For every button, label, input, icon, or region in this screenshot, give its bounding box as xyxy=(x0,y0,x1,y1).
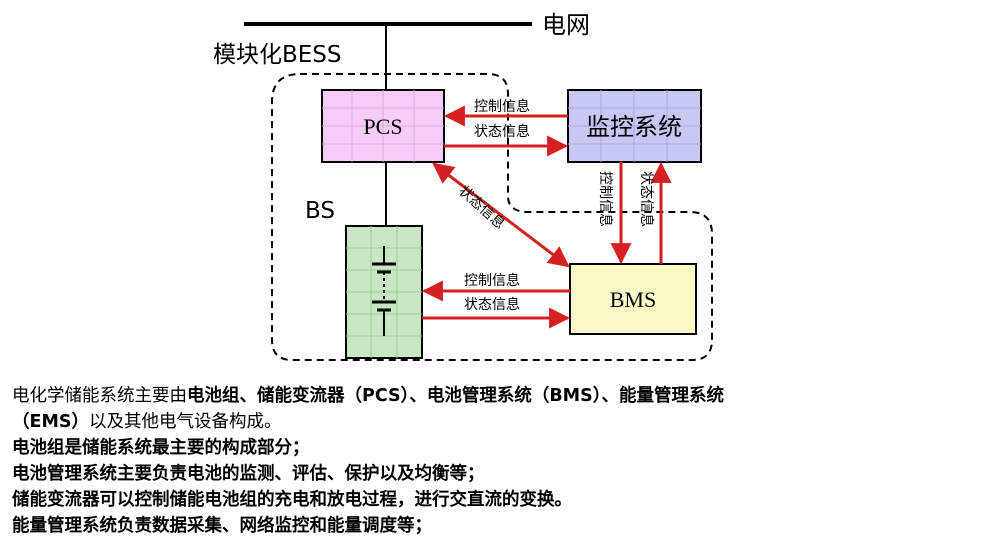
caption-pcs: 储能变流器可以控制储能电池组的充电和放电过程，进行交直流的变换。 xyxy=(12,490,572,510)
caption-line-2: （EMS）以及其他电气设备构成。 xyxy=(12,409,980,435)
arrow-pcs-bms-status xyxy=(432,162,570,268)
caption-ems-role: 能量管理系统负责数据采集、网络监控和能量调度等； xyxy=(12,516,432,536)
grid-label: 电网 xyxy=(542,11,590,39)
battery-bms-control-text: 控制信息 xyxy=(464,272,520,289)
caption-others: 以及其他电气设备构成。 xyxy=(88,412,282,432)
caption-ems: （EMS） xyxy=(12,412,89,432)
battery-bms-status-text: 状态信息 xyxy=(464,296,520,313)
bess-label: 模块化BESS xyxy=(213,42,342,68)
bs-label: BS xyxy=(305,198,335,224)
caption-line-1: 电化学储能系统主要由电池组、储能变流器（PCS）、电池管理系统（BMS）、能量管… xyxy=(12,383,980,409)
caption-components: 电池组、储能变流器（PCS）、电池管理系统（BMS）、能量管理系统 xyxy=(187,386,724,406)
monitor-bms-control-text: 控制信息 xyxy=(597,171,614,227)
pcs-box: PCS xyxy=(321,89,445,163)
pcs-monitor-control-text: 控制信息 xyxy=(474,98,530,115)
caption-line-3: 电池组是储能系统最主要的构成部分； xyxy=(12,435,980,461)
caption-line-5: 储能变流器可以控制储能电池组的充电和放电过程，进行交直流的变换。 xyxy=(12,487,980,513)
battery-cell-icon xyxy=(372,246,396,336)
description-text: 电化学储能系统主要由电池组、储能变流器（PCS）、电池管理系统（BMS）、能量管… xyxy=(12,383,980,539)
bess-boundary xyxy=(271,73,713,361)
bess-diagram: 电网 模块化BESS PCS 监控系统 BS xyxy=(213,11,713,361)
monitor-system-box: 监控系统 xyxy=(567,89,702,163)
monitor-bms-status-text: 状态信息 xyxy=(638,171,655,227)
caption-line-4: 电池管理系统主要负责电池的监测、评估、保护以及均衡等； xyxy=(12,461,980,487)
caption-battery: 电池组是储能系统最主要的构成部分； xyxy=(12,438,310,458)
bms-label: BMS xyxy=(610,287,656,312)
bms-box: BMS xyxy=(569,263,697,335)
pcs-monitor-status-text: 状态信息 xyxy=(474,123,530,140)
caption-line-6: 能量管理系统负责数据采集、网络监控和能量调度等； xyxy=(12,513,980,539)
pcs-bms-status-text: 状态信息 xyxy=(455,182,508,232)
caption-intro: 电化学储能系统主要由 xyxy=(12,386,187,406)
monitor-system-label: 监控系统 xyxy=(586,113,682,141)
caption-bms: 电池管理系统主要负责电池的监测、评估、保护以及均衡等； xyxy=(12,464,485,484)
pcs-label: PCS xyxy=(363,114,402,139)
